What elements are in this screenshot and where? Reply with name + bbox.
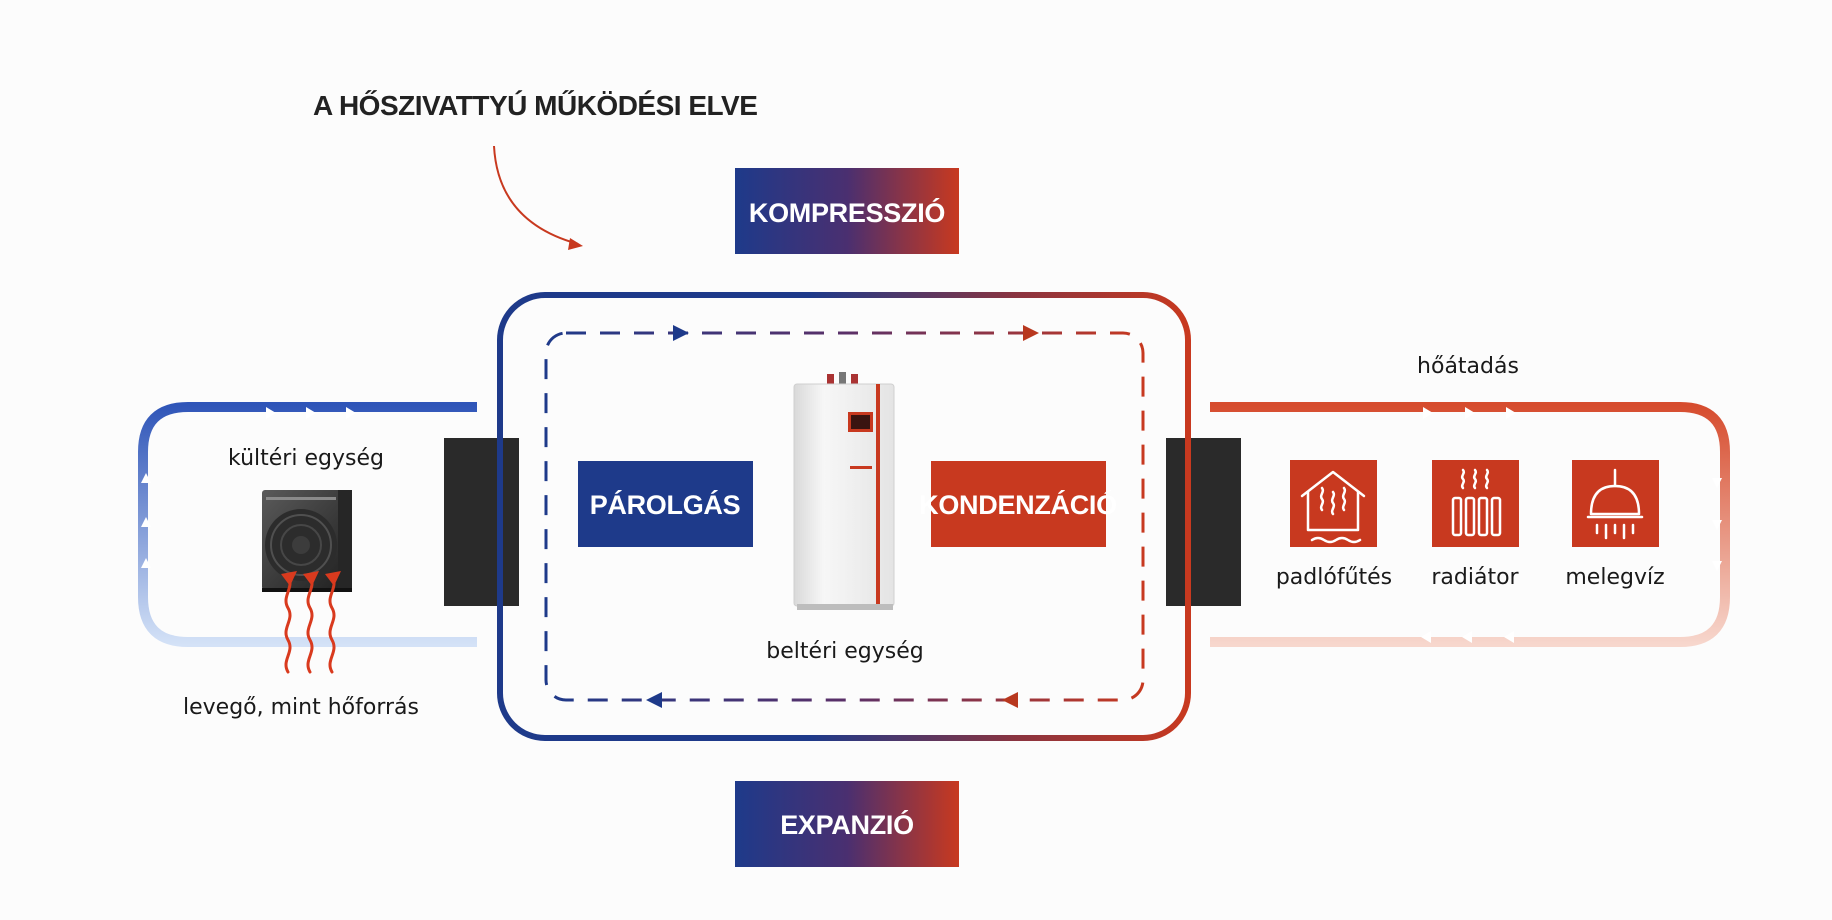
shower-icon [1572,460,1659,547]
flow-arrow-top-left [673,325,689,341]
outdoor-unit-label: kültéri egység [228,446,384,471]
air-heat-arrowheads [281,571,341,586]
air-source-label: levegő, mint hőforrás [183,695,419,720]
hot-water-label: melegvíz [1565,565,1664,590]
flow-arrow-top-right [1023,325,1039,341]
refrigerant-loop [497,292,1191,741]
evaporation-stage: PÁROLGÁS [578,461,753,547]
air-heat-waves [284,574,336,674]
radiator-icon [1432,460,1519,547]
heat-transfer-label: hőátadás [1417,354,1519,379]
evaporation-label: PÁROLGÁS [590,489,741,520]
title-pointer-arrowhead [568,238,583,250]
evaporator-heat-exchanger [444,438,519,606]
heating-loop-arrows [1421,407,1722,643]
floor-heating-icon [1290,460,1377,547]
heating-loop [1210,402,1730,647]
expansion-label: EXPANZIÓ [780,809,914,840]
compression-stage: KOMPRESSZIÓ [735,168,959,254]
diagram-title: A HŐSZIVATTYÚ MŰKÖDÉSI ELVE [313,90,757,121]
flow-arrow-bottom-right [1002,692,1018,708]
refrigerant-dashed-loop [544,331,1145,702]
floor-heating-label: padlófűtés [1276,565,1392,590]
condensation-stage: KONDENZÁCIÓ [919,461,1117,547]
condensation-label: KONDENZÁCIÓ [919,489,1117,520]
indoor-unit-label: beltéri egység [766,639,923,664]
flow-arrow-bottom-left [646,692,662,708]
outdoor-loop-arrows [141,407,356,568]
outdoor-unit-image [262,490,352,592]
compression-label: KOMPRESSZIÓ [749,197,945,228]
condenser-heat-exchanger [1166,438,1241,606]
title-pointer-arrow [493,145,579,245]
indoor-unit-image [793,372,895,610]
expansion-stage: EXPANZIÓ [735,781,959,867]
radiator-label: radiátor [1431,565,1519,590]
